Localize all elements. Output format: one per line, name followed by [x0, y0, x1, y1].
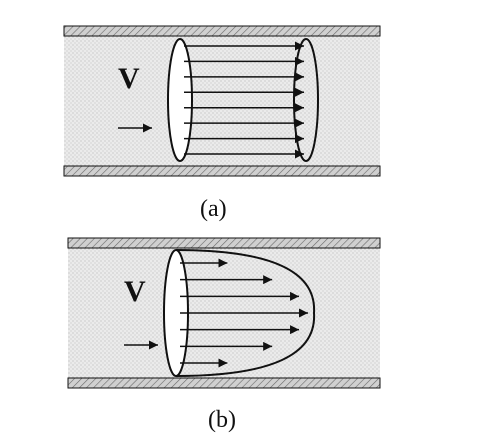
bottom-wall-b [67, 377, 381, 389]
caption-a: (a) [200, 196, 227, 222]
inlet-cross-section-a [167, 38, 193, 162]
velocity-label-a: V [118, 62, 140, 95]
bottom-wall-a [63, 165, 381, 177]
velocity-label-b: V [124, 275, 146, 308]
fluid-region-a [64, 35, 380, 166]
velocity-vectors-b [180, 258, 308, 368]
velocity-vectors-a [184, 41, 304, 159]
caption-b: (b) [208, 407, 236, 433]
panel-b: V (b) [67, 237, 381, 433]
top-wall-a [63, 25, 381, 37]
parabolic-profile-curve-b [175, 249, 316, 377]
panel-a: V (a) [63, 25, 381, 222]
top-wall-b [67, 237, 381, 249]
outlet-cross-section-a [293, 38, 319, 162]
